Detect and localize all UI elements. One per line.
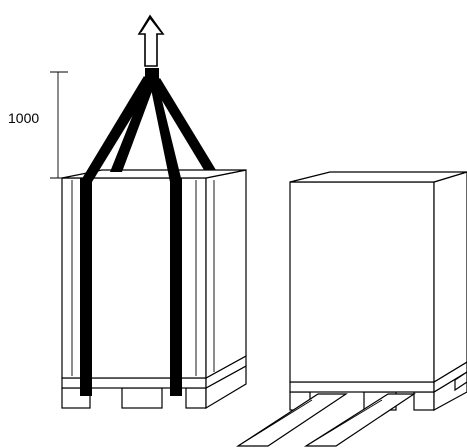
dimension-label: 1000 bbox=[8, 110, 39, 126]
sling-leg-left-outer bbox=[80, 76, 152, 182]
pallet-foot-right bbox=[185, 387, 207, 409]
crate2-top bbox=[289, 171, 467, 183]
lift-arrow-icon bbox=[137, 14, 165, 67]
pallet-foot-middle bbox=[121, 387, 163, 409]
pallet2-foot-right bbox=[413, 391, 435, 411]
forklift-tines bbox=[235, 371, 467, 447]
fork-tine-extra bbox=[454, 371, 467, 392]
crate2-front bbox=[289, 181, 435, 383]
sling-leg-left-inner bbox=[110, 82, 154, 172]
fork-tine-right bbox=[303, 393, 416, 447]
fork-tine-left bbox=[235, 393, 348, 447]
lifted-crate bbox=[61, 14, 247, 410]
sling-leg-right-outer bbox=[152, 78, 216, 170]
crate-side bbox=[205, 169, 247, 380]
crate2-side bbox=[433, 171, 467, 384]
forklift-crate bbox=[235, 171, 467, 447]
sling-leg-right-inner bbox=[150, 84, 182, 182]
height-dimension: 1000 bbox=[8, 71, 70, 179]
hook-block bbox=[145, 68, 159, 88]
front-strap-right bbox=[170, 178, 182, 396]
pallet2-deck bbox=[289, 381, 435, 393]
front-strap-left bbox=[80, 178, 92, 396]
